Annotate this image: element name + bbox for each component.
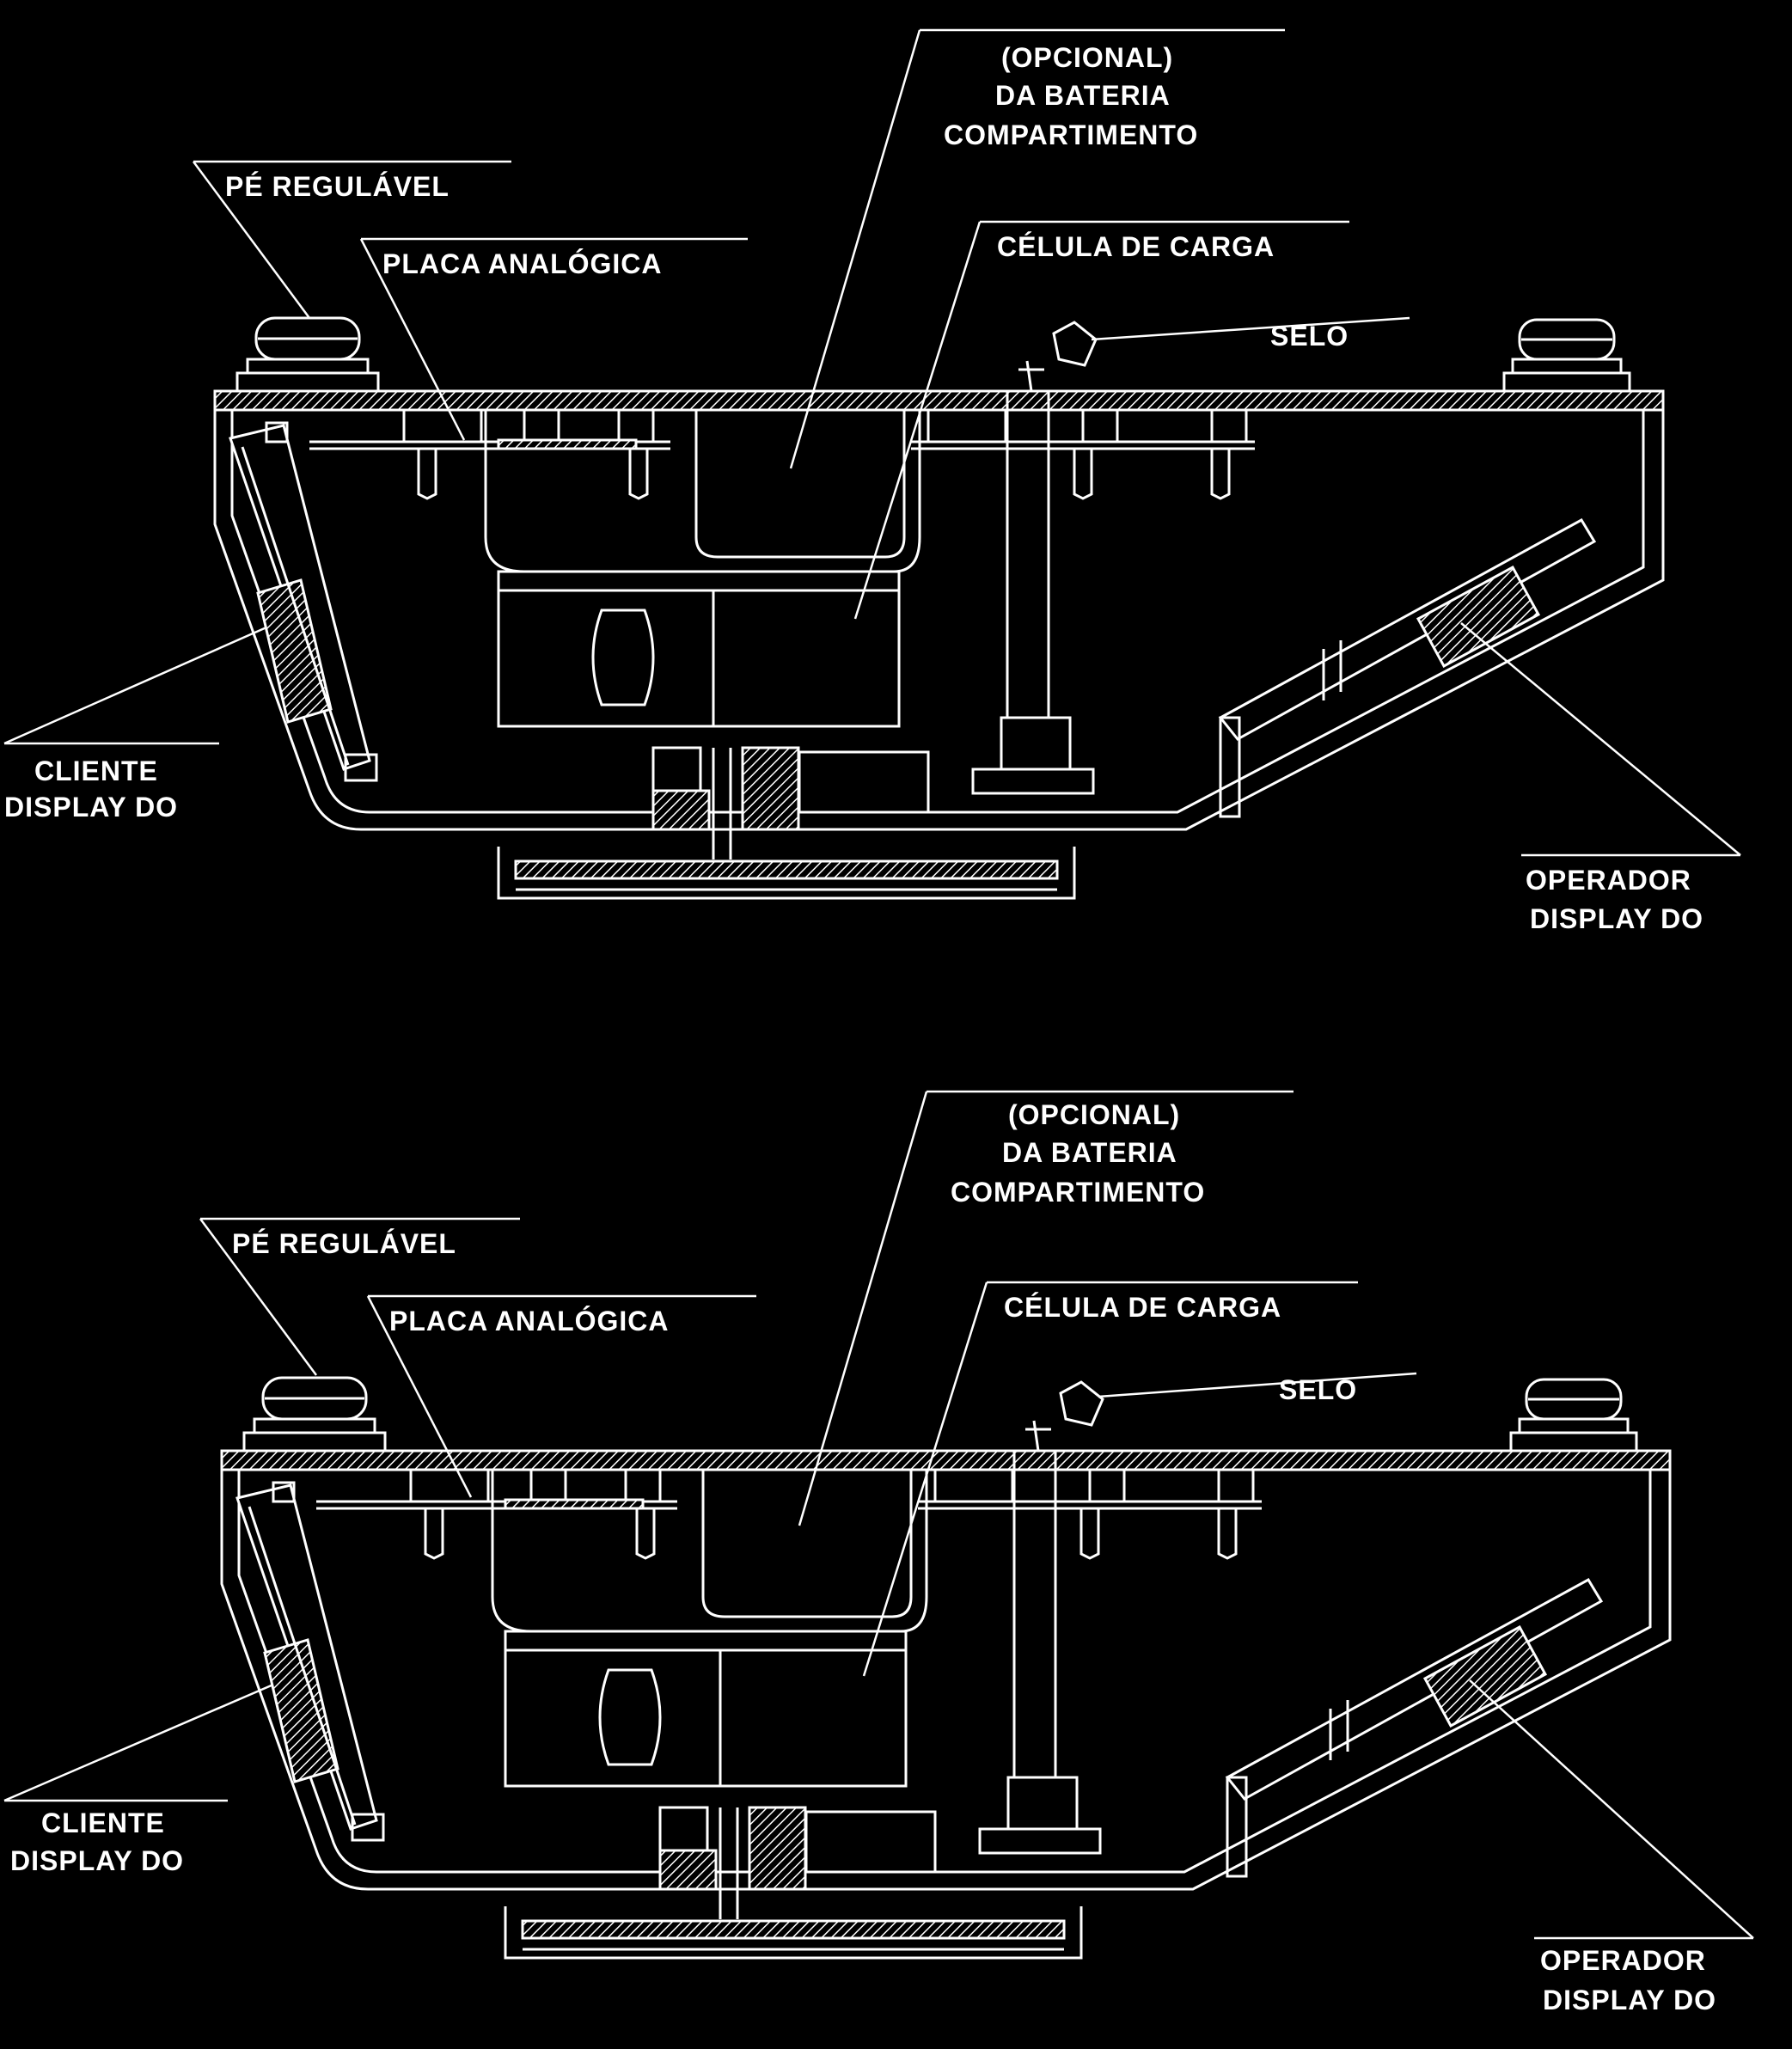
battery-compartment-label-line1: (OPCIONAL)	[1001, 42, 1173, 73]
seal-label: SELO	[1270, 321, 1349, 352]
load-cell-label: CÉLULA DE CARGA	[997, 231, 1275, 262]
battery-compartment-label-line1: (OPCIONAL)	[1008, 1099, 1180, 1130]
scale-housing-drawing	[213, 316, 1665, 900]
battery-compartment-label-line3: COMPARTIMENTO	[944, 119, 1198, 150]
customer-display-label-line2: DISPLAY DO	[10, 1845, 184, 1876]
battery-compartment-label-line2: DA BATERIA	[995, 80, 1171, 111]
operator-display-label-line2: DISPLAY DO	[1543, 1985, 1716, 2015]
scale-cross-section-top: (OPCIONAL) DA BATERIA COMPARTIMENTO PÉ R…	[3, 28, 1741, 934]
scale-housing-drawing	[220, 1376, 1672, 1960]
battery-compartment-label-line3: COMPARTIMENTO	[951, 1177, 1205, 1208]
customer-display-label-line2: DISPLAY DO	[4, 792, 178, 823]
operator-display-label-line1: OPERADOR	[1540, 1945, 1706, 1976]
seal-tag-drawing	[1017, 321, 1098, 393]
customer-display-label-line1: CLIENTE	[34, 755, 158, 786]
scale-cross-section-bottom: (OPCIONAL) DA BATERIA COMPARTIMENTO PÉ R…	[3, 1090, 1754, 2015]
adjustable-foot-label: PÉ REGULÁVEL	[225, 171, 450, 202]
adjustable-foot-label: PÉ REGULÁVEL	[232, 1228, 456, 1259]
operator-display-label-line1: OPERADOR	[1526, 865, 1691, 896]
customer-display-label-line1: CLIENTE	[41, 1807, 165, 1838]
seal-label: SELO	[1279, 1374, 1357, 1405]
analog-board-label: PLACA ANALÓGICA	[389, 1306, 670, 1336]
analog-board-label: PLACA ANALÓGICA	[382, 248, 663, 279]
seal-tag-drawing	[1024, 1380, 1104, 1453]
operator-display-label-line2: DISPLAY DO	[1530, 903, 1703, 934]
load-cell-label: CÉLULA DE CARGA	[1004, 1292, 1281, 1323]
battery-compartment-label-line2: DA BATERIA	[1002, 1137, 1177, 1168]
